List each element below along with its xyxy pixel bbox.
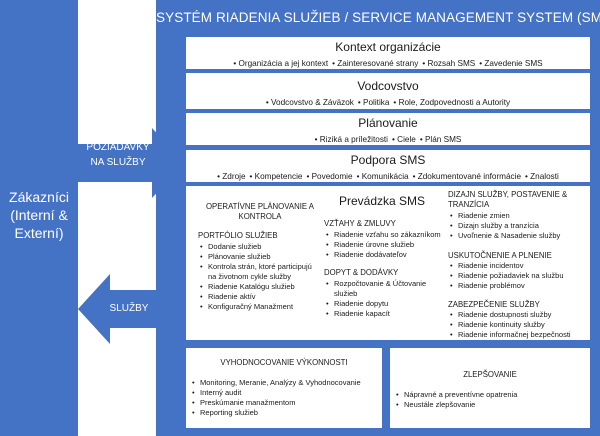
list-item: Riadenie informačnej bezpečnosti	[450, 330, 588, 340]
improvement-list: Nápravné a preventívne opatreniaNeustále…	[396, 390, 586, 410]
bar-item: • Zdroje	[217, 172, 246, 181]
op-planning-heading: OPERATÍVNE PLÁNOVANIE A KONTROLA	[205, 202, 315, 221]
list-item: Riadenie dopytu	[326, 299, 444, 309]
assurance-heading: ZABEZPEČENIE SLUŽBY	[448, 300, 540, 309]
requests-line2: NA SLUŽBY	[90, 157, 146, 168]
resolution-heading: USKUTOČNENIE A PLNENIE	[448, 251, 552, 260]
list-item: Monitoring, Meranie, Analýzy & Vyhodnoco…	[192, 378, 380, 388]
services-arrow-label: SLUŽBY	[109, 303, 149, 314]
requests-arrow	[74, 128, 184, 198]
bar-item: • Plán SMS	[419, 135, 462, 144]
services-arrow	[78, 274, 186, 344]
list-item: Dodanie služieb	[200, 242, 322, 252]
list-item: Interný audit	[192, 388, 380, 398]
bar-item: • Vodcovstvo & Záväzok	[265, 98, 354, 107]
planning-box: Plánovanie • Riziká a príležitosti• Ciel…	[186, 113, 590, 145]
customers-line1: Zákazníci	[9, 189, 69, 205]
list-item: Riadenie vzťahu so zákazníkom	[326, 230, 446, 240]
bar-item: • Ciele	[392, 135, 416, 144]
improvement-title: ZLEPŠOVANIE	[463, 370, 517, 379]
support-items: • Zdroje• Kompetencie• Povedomie• Komuni…	[186, 172, 590, 181]
design-heading: DIZAJN SLUŽBY, POSTAVENIE & TRANZÍCIA	[448, 190, 568, 209]
bar-item: • Povedomie	[306, 172, 353, 181]
assurance-list: Riadenie dostupnosti službyRiadenie kont…	[450, 310, 588, 340]
list-item: Kontrola strán, ktoré participujú na živ…	[200, 262, 322, 282]
list-item: Riadenie kapacít	[326, 309, 444, 319]
customers-column	[0, 0, 78, 436]
list-item: Riadenie požiadaviek na službu	[450, 271, 588, 281]
bar-item: • Riziká a príležitosti	[314, 135, 389, 144]
context-box: Kontext organizácie • Organizácia a jej …	[186, 37, 590, 69]
support-title: Podpora SMS	[350, 153, 426, 167]
performance-title: VYHODNOCOVANIE VÝKONNOSTI	[220, 358, 348, 367]
list-item: Preskúmanie manažmentom	[192, 398, 380, 408]
list-item: Neustále zlepšovanie	[396, 400, 586, 410]
list-item: Dizajn služby a tranzícia	[450, 221, 588, 231]
list-item: Nápravné a preventívne opatrenia	[396, 390, 586, 400]
supply-heading: DOPYT & DODÁVKY	[324, 268, 399, 277]
bar-item: • Zdokumentované informácie	[412, 172, 522, 181]
resolution-list: Riadenie incidentovRiadenie požiadaviek …	[450, 261, 588, 291]
bar-item: • Zainteresované strany	[332, 59, 419, 68]
list-item: Riadenie úrovne služieb	[326, 240, 446, 250]
requests-line1: POŽIADAVKY	[86, 142, 150, 153]
list-item: Riadenie dodávateľov	[326, 250, 446, 260]
portfolio-heading: PORTFÓLIO SLUŽIEB	[198, 231, 278, 240]
context-items: • Organizácia a jej kontext• Zainteresov…	[186, 59, 590, 68]
bar-item: • Role, Zodpovednosti a Autority	[393, 98, 511, 107]
customers-label: Zákazníci (Interní & Externí)	[0, 188, 78, 242]
bar-item: • Organizácia a jej kontext	[233, 59, 329, 68]
portfolio-list: Dodanie služiebPlánovanie služiebKontrol…	[200, 242, 322, 312]
list-item: Riadenie dostupnosti služby	[450, 310, 588, 320]
bar-item: • Znalosti	[525, 172, 559, 181]
supply-list: Rozpočtovanie & Účtovanie služiebRiadeni…	[326, 279, 444, 319]
support-box: Podpora SMS • Zdroje• Kompetencie• Poved…	[186, 150, 590, 182]
performance-list: Monitoring, Meranie, Analýzy & Vyhodnoco…	[192, 378, 380, 418]
planning-title: Plánovanie	[358, 116, 418, 130]
bar-item: • Politika	[357, 98, 390, 107]
leadership-title: Vodcovstvo	[357, 79, 419, 93]
list-item: Riadenie kontinuity služby	[450, 320, 588, 330]
bar-item: • Kompetencie	[249, 172, 303, 181]
list-item: Uvoľnenie & Nasadenie služby	[450, 231, 588, 241]
operation-box: Prevádzka SMS OPERATÍVNE PLÁNOVANIE A KO…	[186, 186, 590, 340]
bar-item: • Komunikácia	[356, 172, 409, 181]
list-item: Riadenie incidentov	[450, 261, 588, 271]
list-item: Riadenie zmien	[450, 211, 588, 221]
performance-box: VYHODNOCOVANIE VÝKONNOSTI Monitoring, Me…	[186, 348, 382, 428]
list-item: Rozpočtovanie & Účtovanie služieb	[326, 279, 444, 299]
design-list: Riadenie zmienDizajn služby a tranzíciaU…	[450, 211, 588, 241]
context-title: Kontext organizácie	[335, 40, 441, 54]
customers-line3: Externí)	[14, 225, 64, 241]
leadership-items: • Vodcovstvo & Záväzok• Politika• Role, …	[186, 98, 590, 107]
bar-item: • Rozsah SMS	[422, 59, 476, 68]
list-item: Reporting služieb	[192, 408, 380, 418]
relationships-heading: VZŤAHY & ZMLUVY	[324, 219, 396, 228]
operation-title: Prevádzka SMS	[338, 194, 426, 208]
planning-items: • Riziká a príležitosti• Ciele• Plán SMS	[186, 135, 590, 144]
list-item: Riadenie problémov	[450, 281, 588, 291]
relationships-list: Riadenie vzťahu so zákazníkomRiadenie úr…	[326, 230, 446, 260]
requests-arrow-label: POŽIADAVKY NA SLUŽBY	[80, 142, 156, 169]
leadership-box: Vodcovstvo • Vodcovstvo & Záväzok• Polit…	[186, 73, 590, 109]
list-item: Riadenie Katalógu služieb	[200, 282, 322, 292]
improvement-box: ZLEPŠOVANIE Nápravné a preventívne opatr…	[390, 348, 590, 428]
list-item: Riadenie aktív	[200, 292, 322, 302]
customers-line2: (Interní &	[10, 207, 68, 223]
bar-item: • Zavedenie SMS	[479, 59, 543, 68]
list-item: Konfiguračný Manažment	[200, 302, 322, 312]
list-item: Plánovanie služieb	[200, 252, 322, 262]
page-title: SYSTÉM RIADENIA SLUŽIEB / SERVICE MANAGE…	[156, 10, 600, 25]
